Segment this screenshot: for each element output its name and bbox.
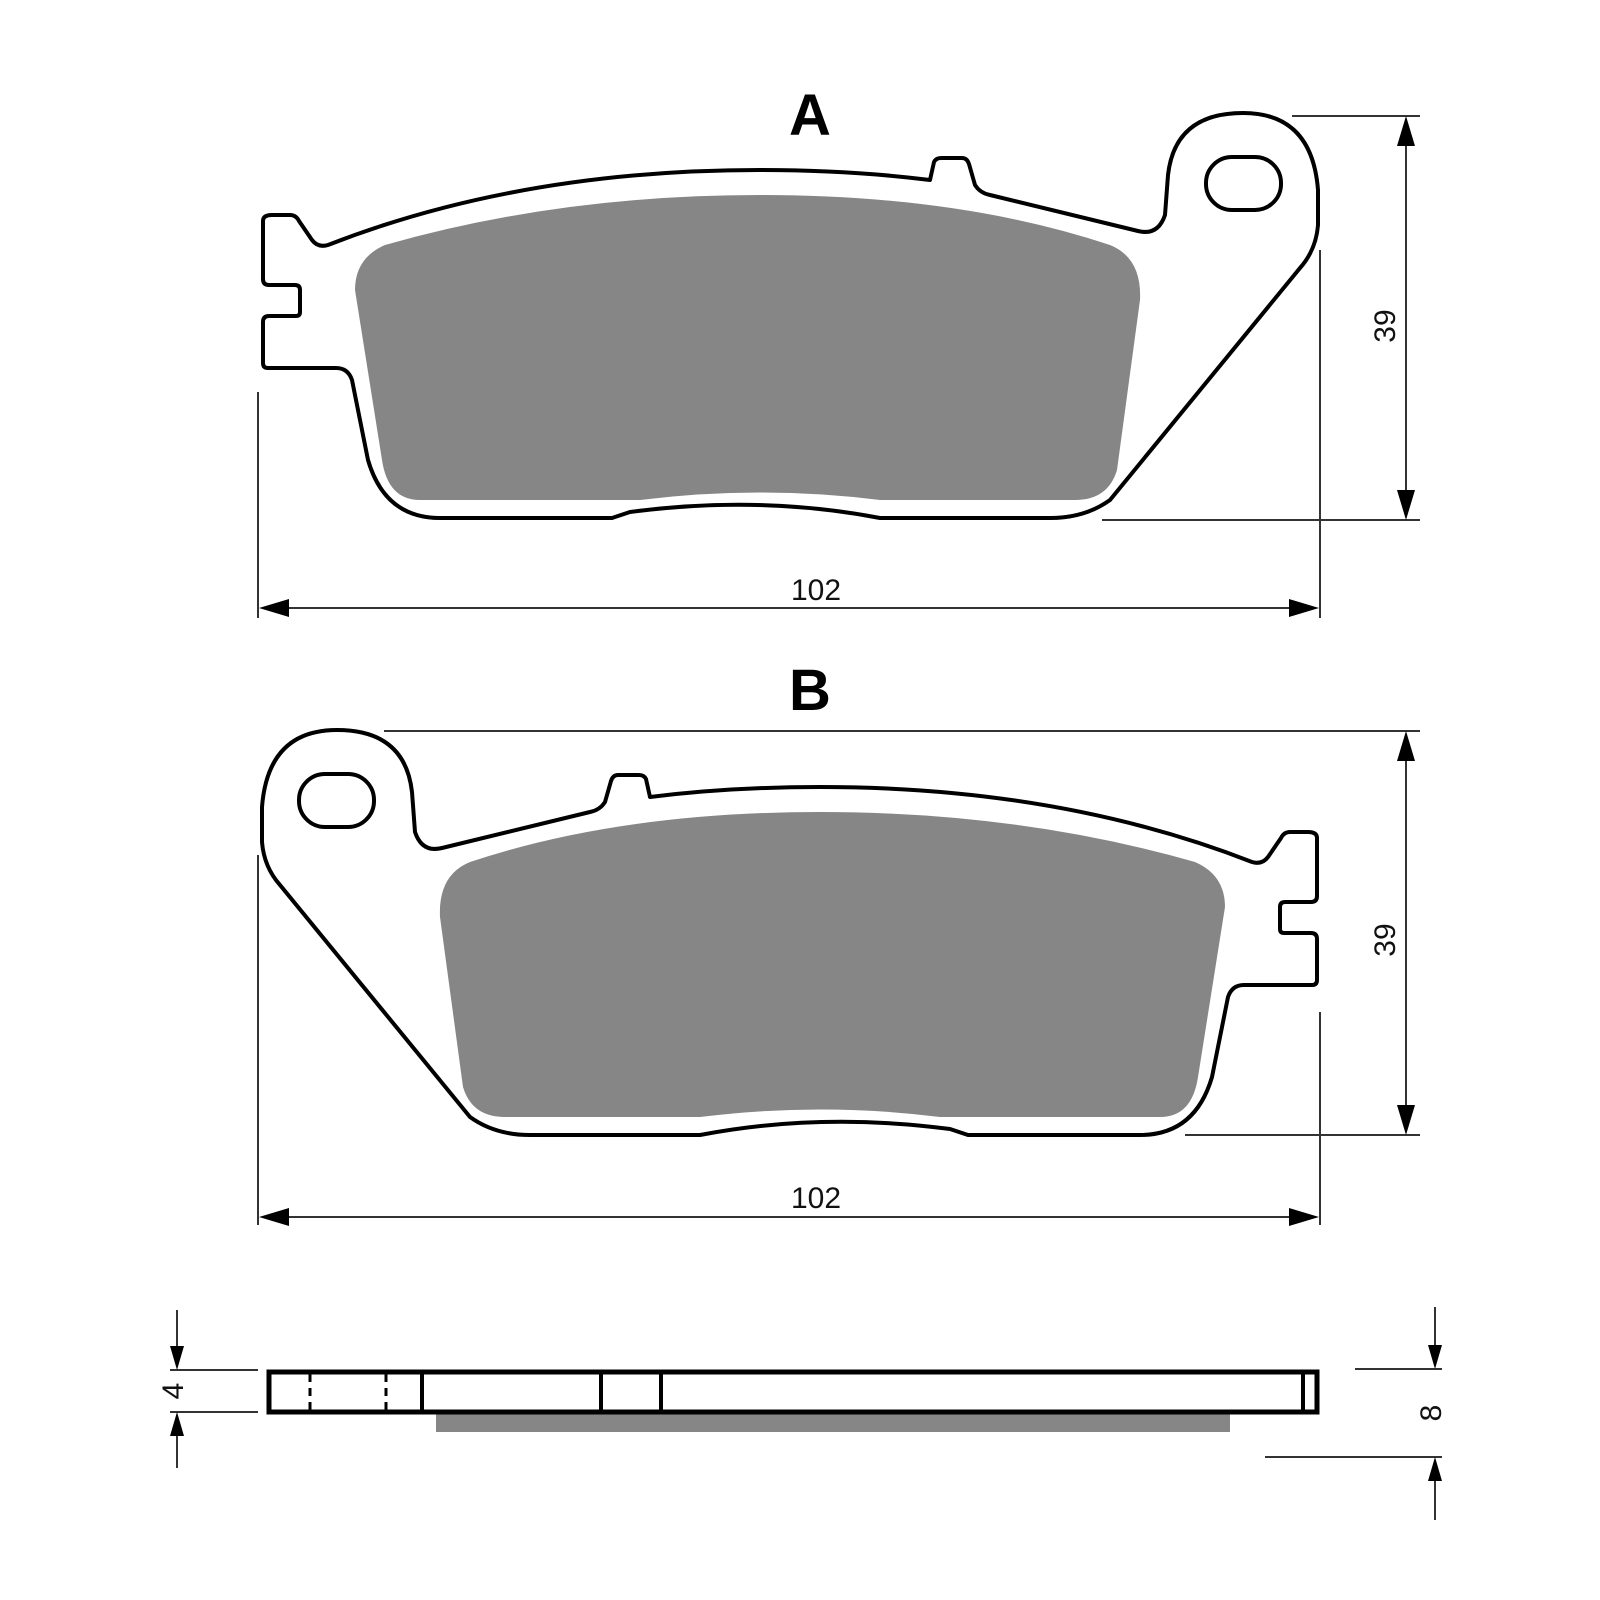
view-b-label: B — [789, 658, 831, 723]
view-a-label: A — [789, 83, 831, 148]
view-b-height-value: 39 — [1369, 923, 1402, 956]
arrow-left-icon — [259, 1208, 289, 1226]
arrow-down-icon — [1397, 490, 1415, 520]
total-thickness-value: 8 — [1415, 1405, 1448, 1422]
profile-backing-plate — [266, 1369, 1320, 1415]
arrow-down-icon — [170, 1346, 184, 1370]
arrow-right-icon — [1289, 1208, 1319, 1226]
arrow-left-icon — [259, 599, 289, 617]
view-a-width-value: 102 — [791, 574, 841, 607]
view-b-width-value: 102 — [791, 1182, 841, 1215]
view-b-mounting-hole — [297, 772, 376, 829]
arrow-up-icon — [170, 1412, 184, 1436]
view-a-friction-material — [355, 195, 1141, 500]
arrow-right-icon — [1289, 599, 1319, 617]
side-profile: 4 8 — [157, 1307, 1448, 1520]
arrow-up-icon — [1397, 116, 1415, 146]
arrow-up-icon — [1428, 1457, 1442, 1481]
arrow-up-icon — [1397, 731, 1415, 761]
backing-thickness-value: 4 — [157, 1383, 190, 1400]
arrow-down-icon — [1397, 1105, 1415, 1135]
view-a-height-value: 39 — [1369, 309, 1402, 342]
view-b-friction-material — [439, 812, 1225, 1117]
view-b: B 39 102 — [257, 658, 1420, 1226]
view-a: A 39 102 — [257, 83, 1420, 618]
arrow-down-icon — [1428, 1345, 1442, 1369]
view-a-mounting-hole — [1204, 155, 1283, 212]
